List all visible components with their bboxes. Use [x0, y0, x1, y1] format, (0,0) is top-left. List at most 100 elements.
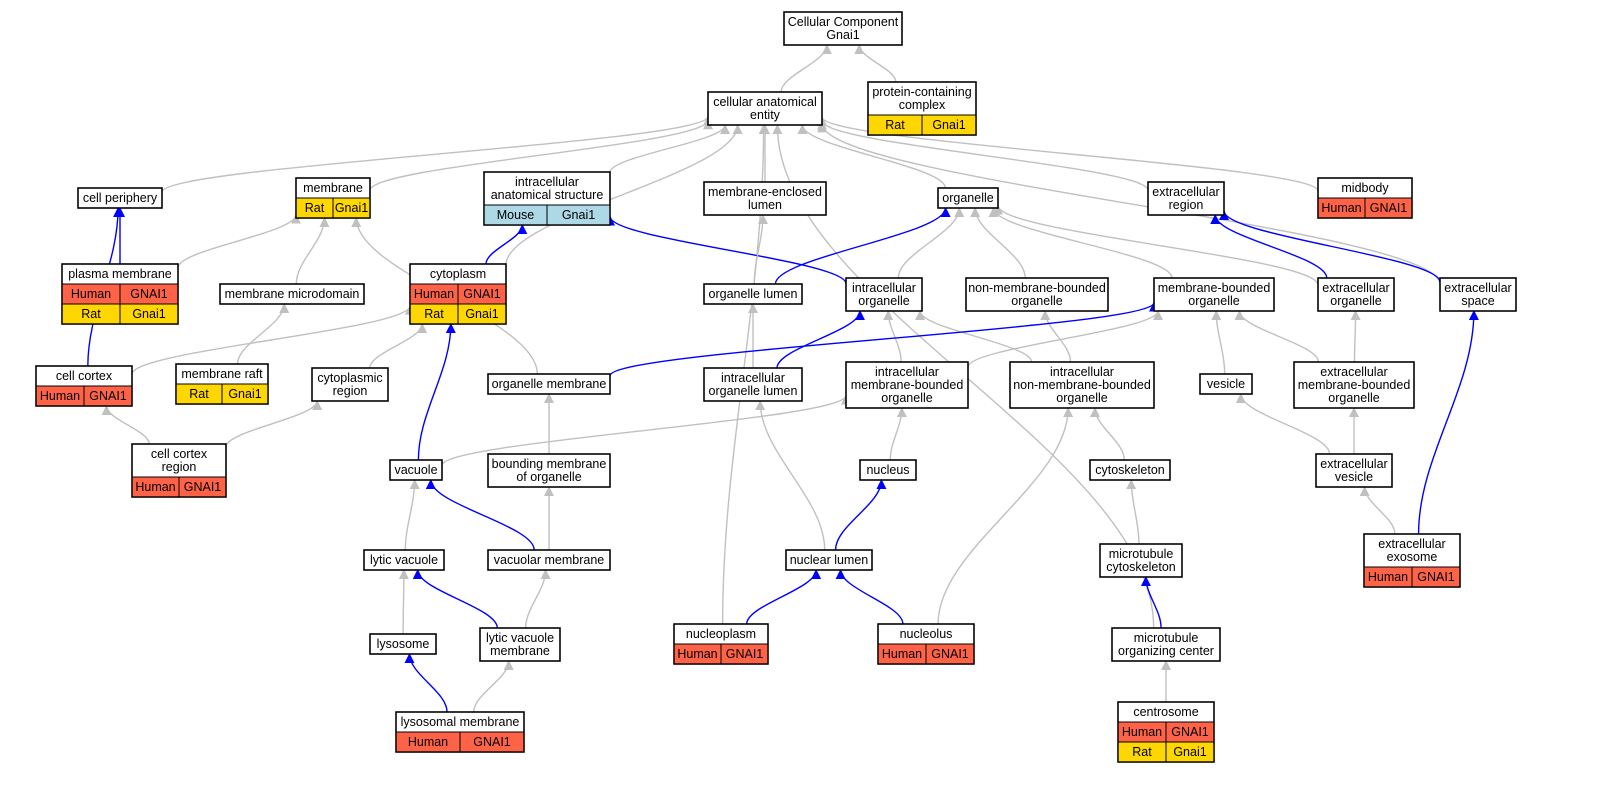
node-cellper[interactable]: cell periphery	[77, 187, 163, 209]
node-outline	[363, 549, 445, 571]
gene-label: Gnai1	[335, 201, 368, 215]
node-outline	[479, 627, 561, 662]
node-label: intracellular	[1050, 365, 1114, 379]
node-label: microtubule	[1134, 631, 1199, 645]
node-vacmem[interactable]: vacuolar membrane	[487, 549, 611, 571]
node-cytoskel[interactable]: cytoskeleton	[1089, 459, 1171, 481]
node-orglumen[interactable]: organelle lumen	[703, 283, 803, 305]
node-mmd[interactable]: membrane microdomain	[219, 283, 365, 305]
node-outline	[61, 263, 179, 325]
node-orgmem[interactable]: organelle membrane	[487, 373, 611, 395]
gene-label: GNAI1	[1171, 725, 1209, 739]
edge-lytvac-to-vacuole	[404, 479, 420, 551]
node-nuclum[interactable]: nuclear lumen	[785, 549, 873, 571]
node-outline	[1317, 177, 1413, 219]
node-label: non-membrane-bounded	[1013, 378, 1151, 392]
edge-mmd-to-membrane	[295, 217, 330, 285]
node-outline	[703, 283, 803, 305]
edge-lvm-to-lytvac	[412, 569, 499, 629]
node-label: organelle membrane	[492, 377, 607, 391]
node-label: microtubule	[1109, 547, 1174, 561]
node-label: vesicle	[1207, 377, 1245, 391]
edge-vacmem-to-vacuole	[425, 479, 535, 551]
edge-orglumen-to-organelle	[774, 207, 951, 285]
node-outline	[1099, 543, 1183, 578]
node-label: membrane raft	[181, 367, 263, 381]
node-label: extracellular	[1444, 281, 1511, 295]
node-outline	[409, 263, 507, 325]
gene-label: GNAI1	[463, 287, 501, 301]
node-lyso[interactable]: lysosome	[369, 633, 437, 655]
node-label: space	[1461, 294, 1494, 308]
node-organelle[interactable]: organelle	[937, 187, 999, 209]
node-label: organelle	[858, 294, 909, 308]
node-outline	[483, 171, 611, 226]
node-label: cell periphery	[83, 191, 158, 205]
species-label: Human	[1122, 725, 1162, 739]
node-label: cytoskeleton	[1095, 463, 1165, 477]
node-vesicle[interactable]: vesicle	[1199, 373, 1253, 395]
node-outline	[131, 443, 227, 498]
edge-cae-to-root	[780, 44, 832, 93]
node-label: nuclear lumen	[790, 553, 869, 567]
species-label: Rat	[1132, 745, 1152, 759]
edge-io-to-organelle	[897, 207, 965, 279]
node-nucleus[interactable]: nucleus	[859, 459, 917, 481]
species-label: Human	[1368, 570, 1408, 584]
node-label: exosome	[1387, 550, 1438, 564]
node-inmbo[interactable]: intracellularnon-membrane-boundedorganel…	[1009, 361, 1155, 409]
gene-label: Gnai1	[1173, 745, 1206, 759]
node-label: Gnai1	[826, 28, 859, 42]
node-label: midbody	[1341, 181, 1389, 195]
node-label: cellular anatomical	[713, 95, 817, 109]
node-label: organelle lumen	[709, 287, 798, 301]
edge-lyso-to-lytvac	[398, 569, 409, 635]
node-lytvac[interactable]: lytic vacuole	[363, 549, 445, 571]
node-outline	[369, 633, 437, 655]
node-outline	[965, 277, 1109, 312]
edge-organelle-to-cae	[797, 124, 947, 189]
node-label: anatomical structure	[491, 188, 604, 202]
node-label: vacuole	[394, 463, 437, 477]
edge-ecv-to-vesicle	[1235, 393, 1331, 455]
node-vacuole[interactable]: vacuole	[389, 459, 443, 481]
node-label: membrane-bounded	[1298, 378, 1411, 392]
node-outline	[1147, 181, 1225, 216]
species-label: Human	[40, 389, 80, 403]
gene-label: Gnai1	[132, 307, 165, 321]
edge-cyto-to-ias	[485, 224, 528, 265]
node-outline	[1117, 701, 1215, 763]
